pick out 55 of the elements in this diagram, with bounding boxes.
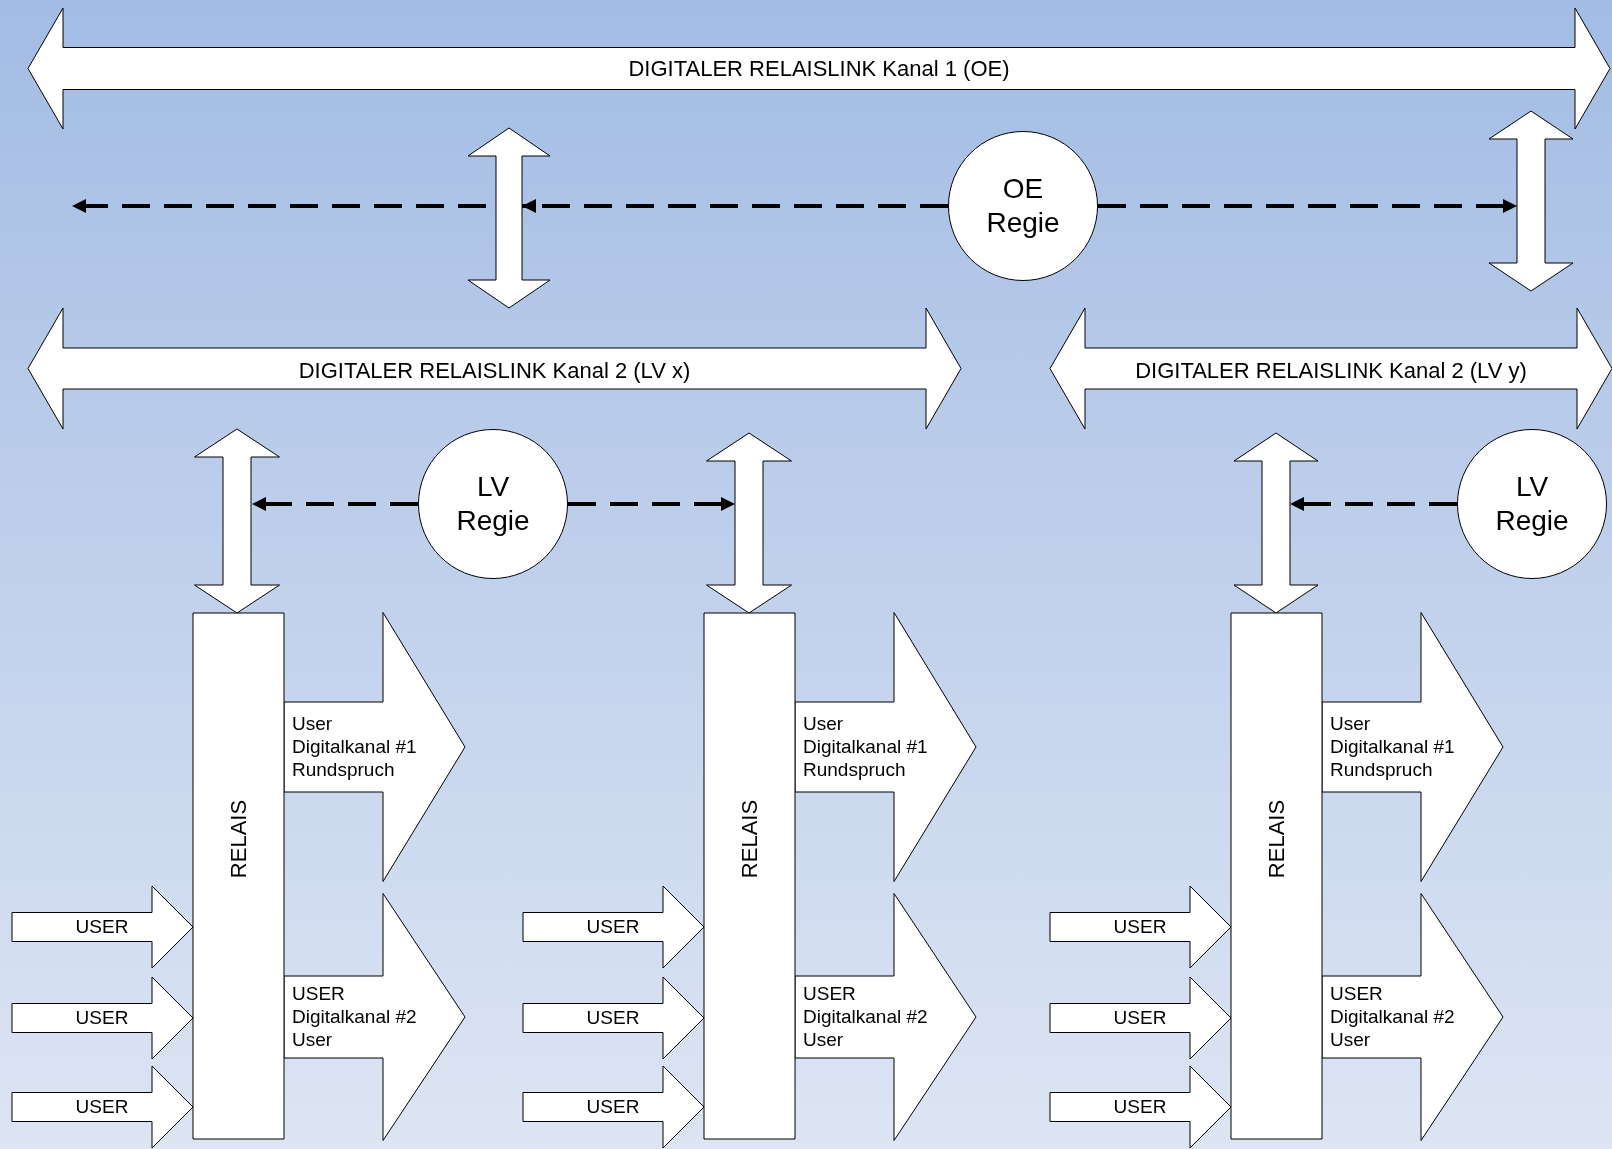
input-arrow: [522, 1065, 705, 1149]
edge-label: USER: [1113, 915, 1167, 939]
input-arrow: [11, 976, 194, 1060]
double-arrow: [706, 432, 792, 614]
box-label: RELAIS: [1263, 800, 1290, 879]
edge-label: USER: [1113, 1095, 1167, 1119]
band-label: DIGITALER RELAISLINK Kanal 2 (LV x): [298, 357, 691, 384]
double-arrow: [1233, 432, 1319, 614]
band-label: DIGITALER RELAISLINK Kanal 2 (LV y): [1135, 357, 1527, 384]
output-arrow: [283, 612, 466, 882]
edge-label: User Digitalkanal #1 Rundspruch: [803, 712, 929, 782]
band-label: DIGITALER RELAISLINK Kanal 1 (OE): [628, 55, 1010, 83]
circle-label: LV Regie: [455, 470, 531, 538]
circle-label: OE Regie: [985, 172, 1061, 240]
input-arrow: [11, 885, 194, 969]
edge-label: USER: [586, 1095, 640, 1119]
circle-label: LV Regie: [1494, 470, 1570, 538]
relay-box: [1231, 613, 1322, 1139]
dashed-arrow: [72, 199, 948, 213]
dashed-arrow: [1098, 199, 1517, 213]
input-arrow: [1049, 1065, 1232, 1149]
edge-label: USER: [75, 1095, 129, 1119]
dashed-arrow: [252, 497, 418, 511]
edge-label: USER: [586, 1006, 640, 1030]
relay-box: [704, 613, 795, 1139]
edge-label: USER: [75, 915, 129, 939]
double-arrow: [1488, 110, 1574, 292]
dashed-arrow: [1290, 497, 1457, 511]
double-arrow-band: [28, 8, 1610, 129]
input-arrow: [1049, 885, 1232, 969]
input-arrow: [522, 976, 705, 1060]
double-arrow-band: [28, 308, 961, 429]
double-arrow-band: [1050, 308, 1612, 429]
output-arrow: [1321, 612, 1504, 882]
output-arrow: [794, 612, 977, 882]
edge-label: User Digitalkanal #1 Rundspruch: [292, 712, 418, 782]
edge-label: USER: [1113, 1006, 1167, 1030]
dashed-arrow: [568, 497, 735, 511]
relay-box: [193, 613, 284, 1139]
input-arrow: [11, 1065, 194, 1149]
edge-label: USER Digitalkanal #2 User: [1330, 982, 1456, 1052]
output-arrow: [283, 893, 466, 1141]
output-arrow: [794, 893, 977, 1141]
edge-label: USER: [586, 915, 640, 939]
double-arrow: [467, 127, 551, 309]
edge-label: USER Digitalkanal #2 User: [803, 982, 929, 1052]
box-label: RELAIS: [225, 800, 252, 879]
double-arrow: [194, 428, 280, 614]
edge-label: USER Digitalkanal #2 User: [292, 982, 418, 1052]
edge-label: USER: [75, 1006, 129, 1030]
output-arrow: [1321, 893, 1504, 1141]
box-label: RELAIS: [736, 800, 763, 879]
edge-label: User Digitalkanal #1 Rundspruch: [1330, 712, 1456, 782]
input-arrow: [522, 885, 705, 969]
input-arrow: [1049, 976, 1232, 1060]
